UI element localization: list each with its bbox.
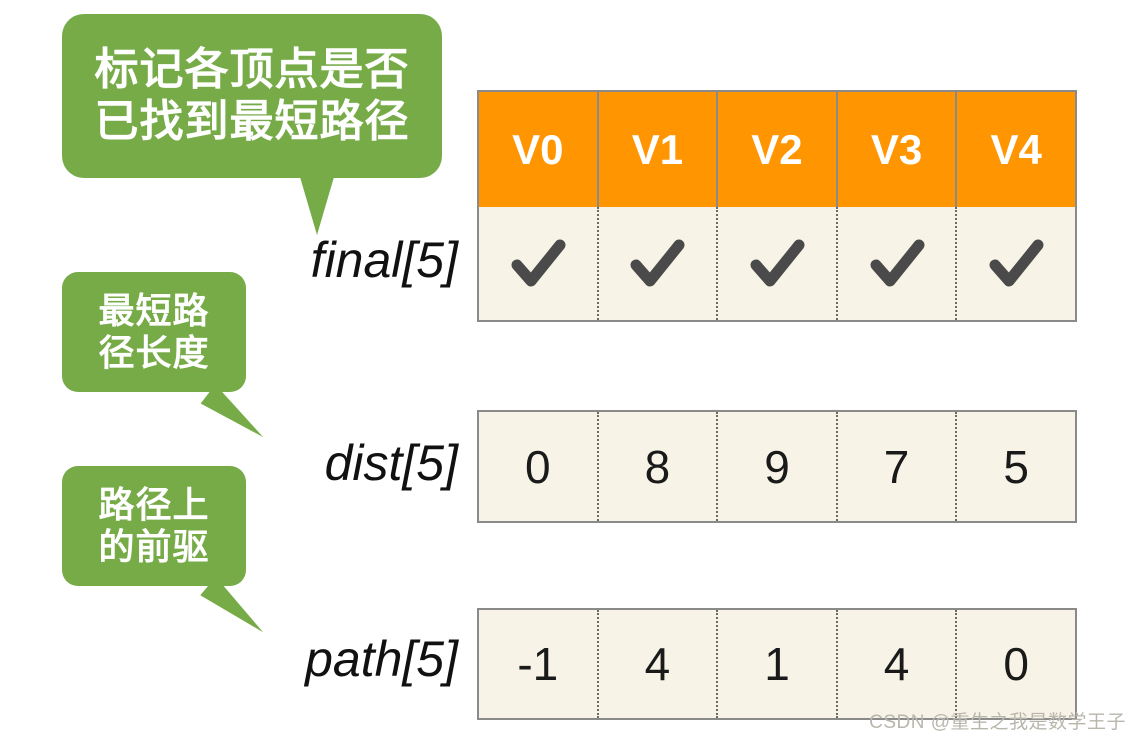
- path-cell-v3: 4: [837, 610, 958, 718]
- column-header-v1: V1: [598, 92, 719, 207]
- final-cell-v1: [598, 207, 719, 320]
- path-row: -1 4 1 4 0: [479, 610, 1075, 718]
- column-header-v4: V4: [957, 92, 1075, 207]
- array-label-dist: dist[5]: [324, 435, 458, 491]
- final-cell-v0: [479, 207, 599, 320]
- callout-dist-line-2: 径长度: [98, 332, 210, 373]
- final-cell-v4: [957, 207, 1075, 320]
- final-cell-v3: [837, 207, 958, 320]
- callout-dist-line-1: 最短路: [98, 289, 210, 331]
- check-icon: [511, 239, 566, 286]
- check-icon: [630, 239, 685, 286]
- array-label-path: path[5]: [305, 631, 458, 687]
- dist-cell-v1: 8: [598, 412, 719, 521]
- path-cell-v4: 0: [957, 610, 1075, 718]
- array-label-final: final[5]: [310, 232, 458, 288]
- final-row: [479, 207, 1075, 320]
- callout-path-line-1: 路径上: [98, 483, 210, 525]
- dist-table: 0 8 9 7 5: [477, 410, 1077, 523]
- csdn-watermark: CSDN @重生之我是数学王子: [869, 712, 1126, 733]
- path-cell-v1: 4: [598, 610, 719, 718]
- column-header-v3: V3: [837, 92, 958, 207]
- check-icon: [870, 239, 925, 286]
- dist-cell-v3: 7: [837, 412, 958, 521]
- callout-final: 标记各顶点是否 已找到最短路径: [62, 14, 442, 235]
- path-table: -1 4 1 4 0: [477, 608, 1077, 720]
- column-header-v2: V2: [718, 92, 838, 207]
- callout-final-line-2: 已找到最短路径: [94, 97, 410, 146]
- dist-cell-v4: 5: [957, 412, 1075, 521]
- final-cell-v2: [718, 207, 838, 320]
- dist-row: 0 8 9 7 5: [479, 412, 1075, 521]
- final-table: V0 V1 V2 V3 V4: [477, 90, 1077, 322]
- column-header-v0: V0: [479, 92, 599, 207]
- callout-path: 路径上 的前驱: [62, 466, 271, 642]
- check-icon: [750, 239, 805, 286]
- callout-dist: 最短路 径长度: [62, 272, 271, 447]
- dist-cell-v0: 0: [479, 412, 599, 521]
- callout-final-line-1: 标记各顶点是否: [94, 45, 410, 95]
- path-cell-v2: 1: [718, 610, 838, 718]
- table-header-row: V0 V1 V2 V3 V4: [479, 92, 1075, 207]
- dist-cell-v2: 9: [718, 412, 838, 521]
- callout-final-tail: [300, 177, 334, 235]
- path-cell-v0: -1: [479, 610, 599, 718]
- callout-path-line-2: 的前驱: [98, 526, 210, 567]
- check-icon: [989, 239, 1044, 286]
